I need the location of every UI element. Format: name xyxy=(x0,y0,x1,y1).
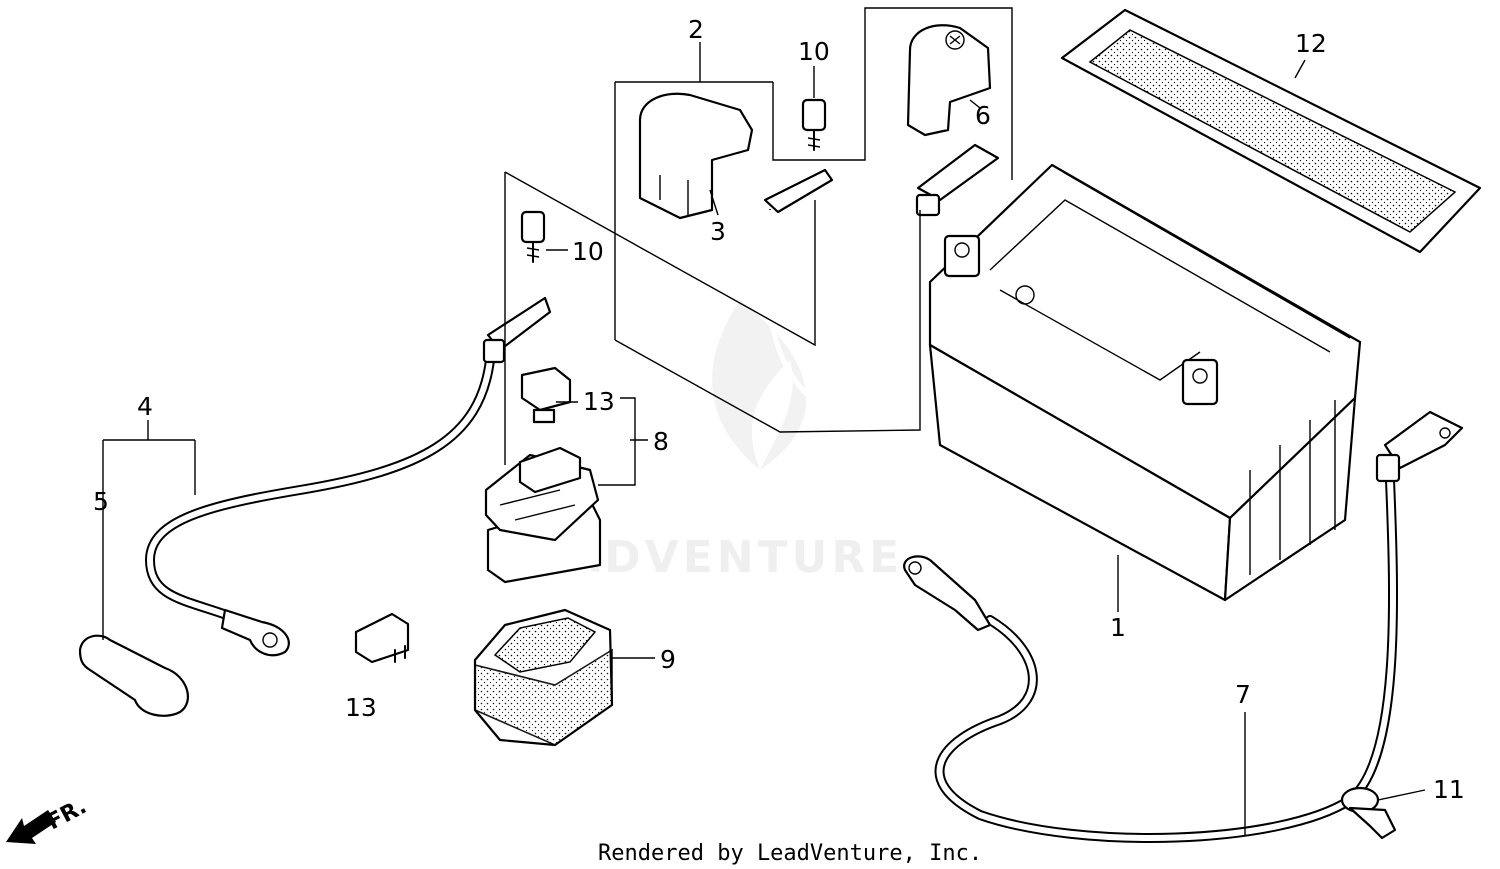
front-direction-arrow: FR. xyxy=(6,794,91,844)
callout-6: 6 xyxy=(975,101,991,130)
part-10-bolt-upper xyxy=(801,98,827,151)
callout-10-upper: 10 xyxy=(798,37,830,66)
leader-lines xyxy=(102,7,1426,835)
callout-13-lower: 13 xyxy=(345,693,377,722)
callout-5: 5 xyxy=(93,487,109,516)
callout-8: 8 xyxy=(653,427,669,456)
part-8-starter-relay xyxy=(484,446,602,584)
part-7-negative-cable xyxy=(903,410,1464,843)
callout-10-lower: 10 xyxy=(572,237,604,266)
part-12-battery-band xyxy=(1060,8,1482,254)
callout-7: 7 xyxy=(1235,680,1251,709)
callout-12: 12 xyxy=(1295,29,1327,58)
part-5-terminal-boot xyxy=(78,634,189,717)
callout-9: 9 xyxy=(660,645,676,674)
part-2-positive-cable xyxy=(763,143,1000,418)
part-13-fuse-lower xyxy=(354,612,410,664)
callout-1: 1 xyxy=(1110,613,1126,642)
part-3-terminal-cover xyxy=(638,92,754,220)
part-13-fuse-upper xyxy=(520,366,572,424)
callout-2: 2 xyxy=(688,15,704,44)
part-6-terminal-cover xyxy=(906,24,992,137)
callout-3: 3 xyxy=(710,217,726,246)
part-9-relay-cover xyxy=(473,608,614,747)
part-1-battery xyxy=(928,163,1362,602)
callout-4: 4 xyxy=(137,392,153,421)
render-credit: Rendered by LeadVenture, Inc. xyxy=(598,841,982,866)
callout-labels: 2 10 6 12 3 10 13 8 4 5 9 13 1 7 11 xyxy=(93,15,1465,804)
callout-11: 11 xyxy=(1433,775,1465,804)
part-4-starter-cable xyxy=(144,296,552,657)
front-direction-label: FR. xyxy=(43,794,91,835)
part-11-cable-clamp xyxy=(1340,786,1397,840)
part-10-bolt-lower xyxy=(520,210,546,263)
callout-13-upper: 13 xyxy=(583,387,615,416)
